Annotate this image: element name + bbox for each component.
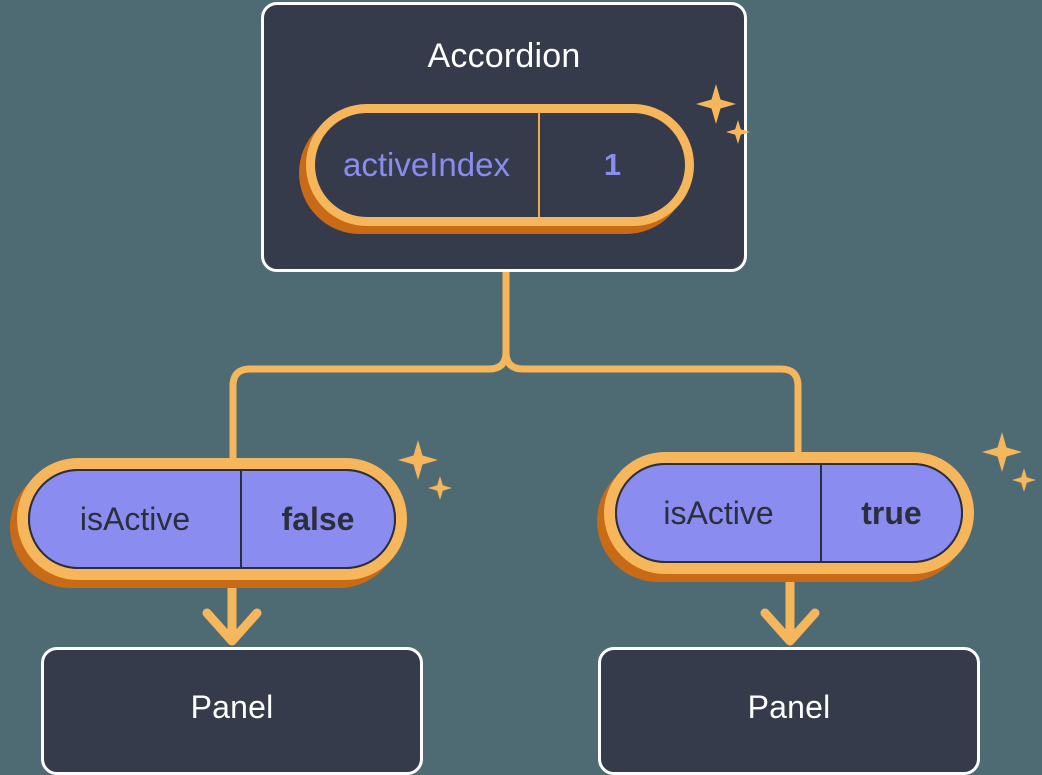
prop-key-label: isActive	[617, 465, 822, 561]
panel-component-box-right[interactable]: Panel	[598, 647, 980, 775]
pill-inner: activeIndex 1	[315, 113, 685, 217]
pill-body: isActive true	[604, 452, 974, 574]
pill-body: isActive false	[17, 458, 407, 580]
state-pill-activeindex[interactable]: activeIndex 1	[306, 104, 694, 226]
state-pill-isactive-left[interactable]: isActive false	[17, 458, 407, 580]
state-key-label: activeIndex	[315, 113, 540, 217]
connector-branch-left	[229, 348, 510, 474]
panel-title-left: Panel	[190, 689, 274, 725]
arrow-head-right	[760, 608, 820, 646]
state-pill-isactive-right[interactable]: isActive true	[604, 452, 974, 574]
prop-value-label: true	[861, 494, 922, 531]
pill-body: activeIndex 1	[306, 104, 694, 226]
prop-value-label: false	[281, 500, 355, 537]
prop-key-label: isActive	[30, 471, 242, 567]
arrow-head-left	[202, 608, 262, 646]
pill-inner: isActive true	[615, 463, 963, 563]
panel-title-right: Panel	[747, 689, 831, 725]
connector-branch-right	[502, 348, 802, 469]
state-value-label: 1	[603, 147, 622, 182]
pill-inner: isActive false	[28, 469, 396, 569]
panel-component-box-left[interactable]: Panel	[41, 647, 423, 775]
accordion-title: Accordion	[427, 37, 581, 75]
